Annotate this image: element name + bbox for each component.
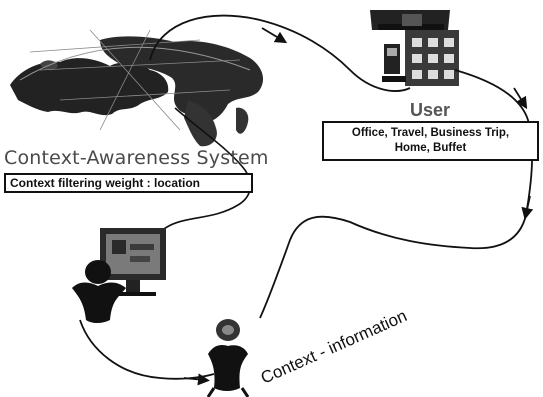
user-locations-line2: Home, Buffet [394, 142, 467, 154]
flow-arrow-1 [261, 27, 288, 44]
flow-label: Context - information [258, 306, 410, 388]
user-locations-box: Office, Travel, Business Trip, Home, Buf… [322, 121, 539, 161]
user-locations-line1: Office, Travel, Business Trip, [351, 127, 510, 139]
flow-path-bottom [259, 215, 471, 319]
world-map-icon [10, 29, 264, 147]
flow-arrow-3 [521, 195, 534, 220]
user-title: User [410, 100, 451, 120]
building-icon [370, 10, 459, 86]
computer-monitor-icon [100, 228, 166, 296]
system-title: Context-Awareness System [4, 147, 269, 169]
flow-arrow-4 [183, 373, 210, 386]
person-walking-icon [206, 319, 250, 397]
flow-path-computer-to-walker [79, 319, 215, 380]
system-filter-box: Context filtering weight : location [4, 173, 253, 193]
flow-arrow-2 [513, 87, 528, 110]
flow-path-system-to-user [149, 14, 411, 92]
person-at-computer-icon [72, 260, 126, 323]
